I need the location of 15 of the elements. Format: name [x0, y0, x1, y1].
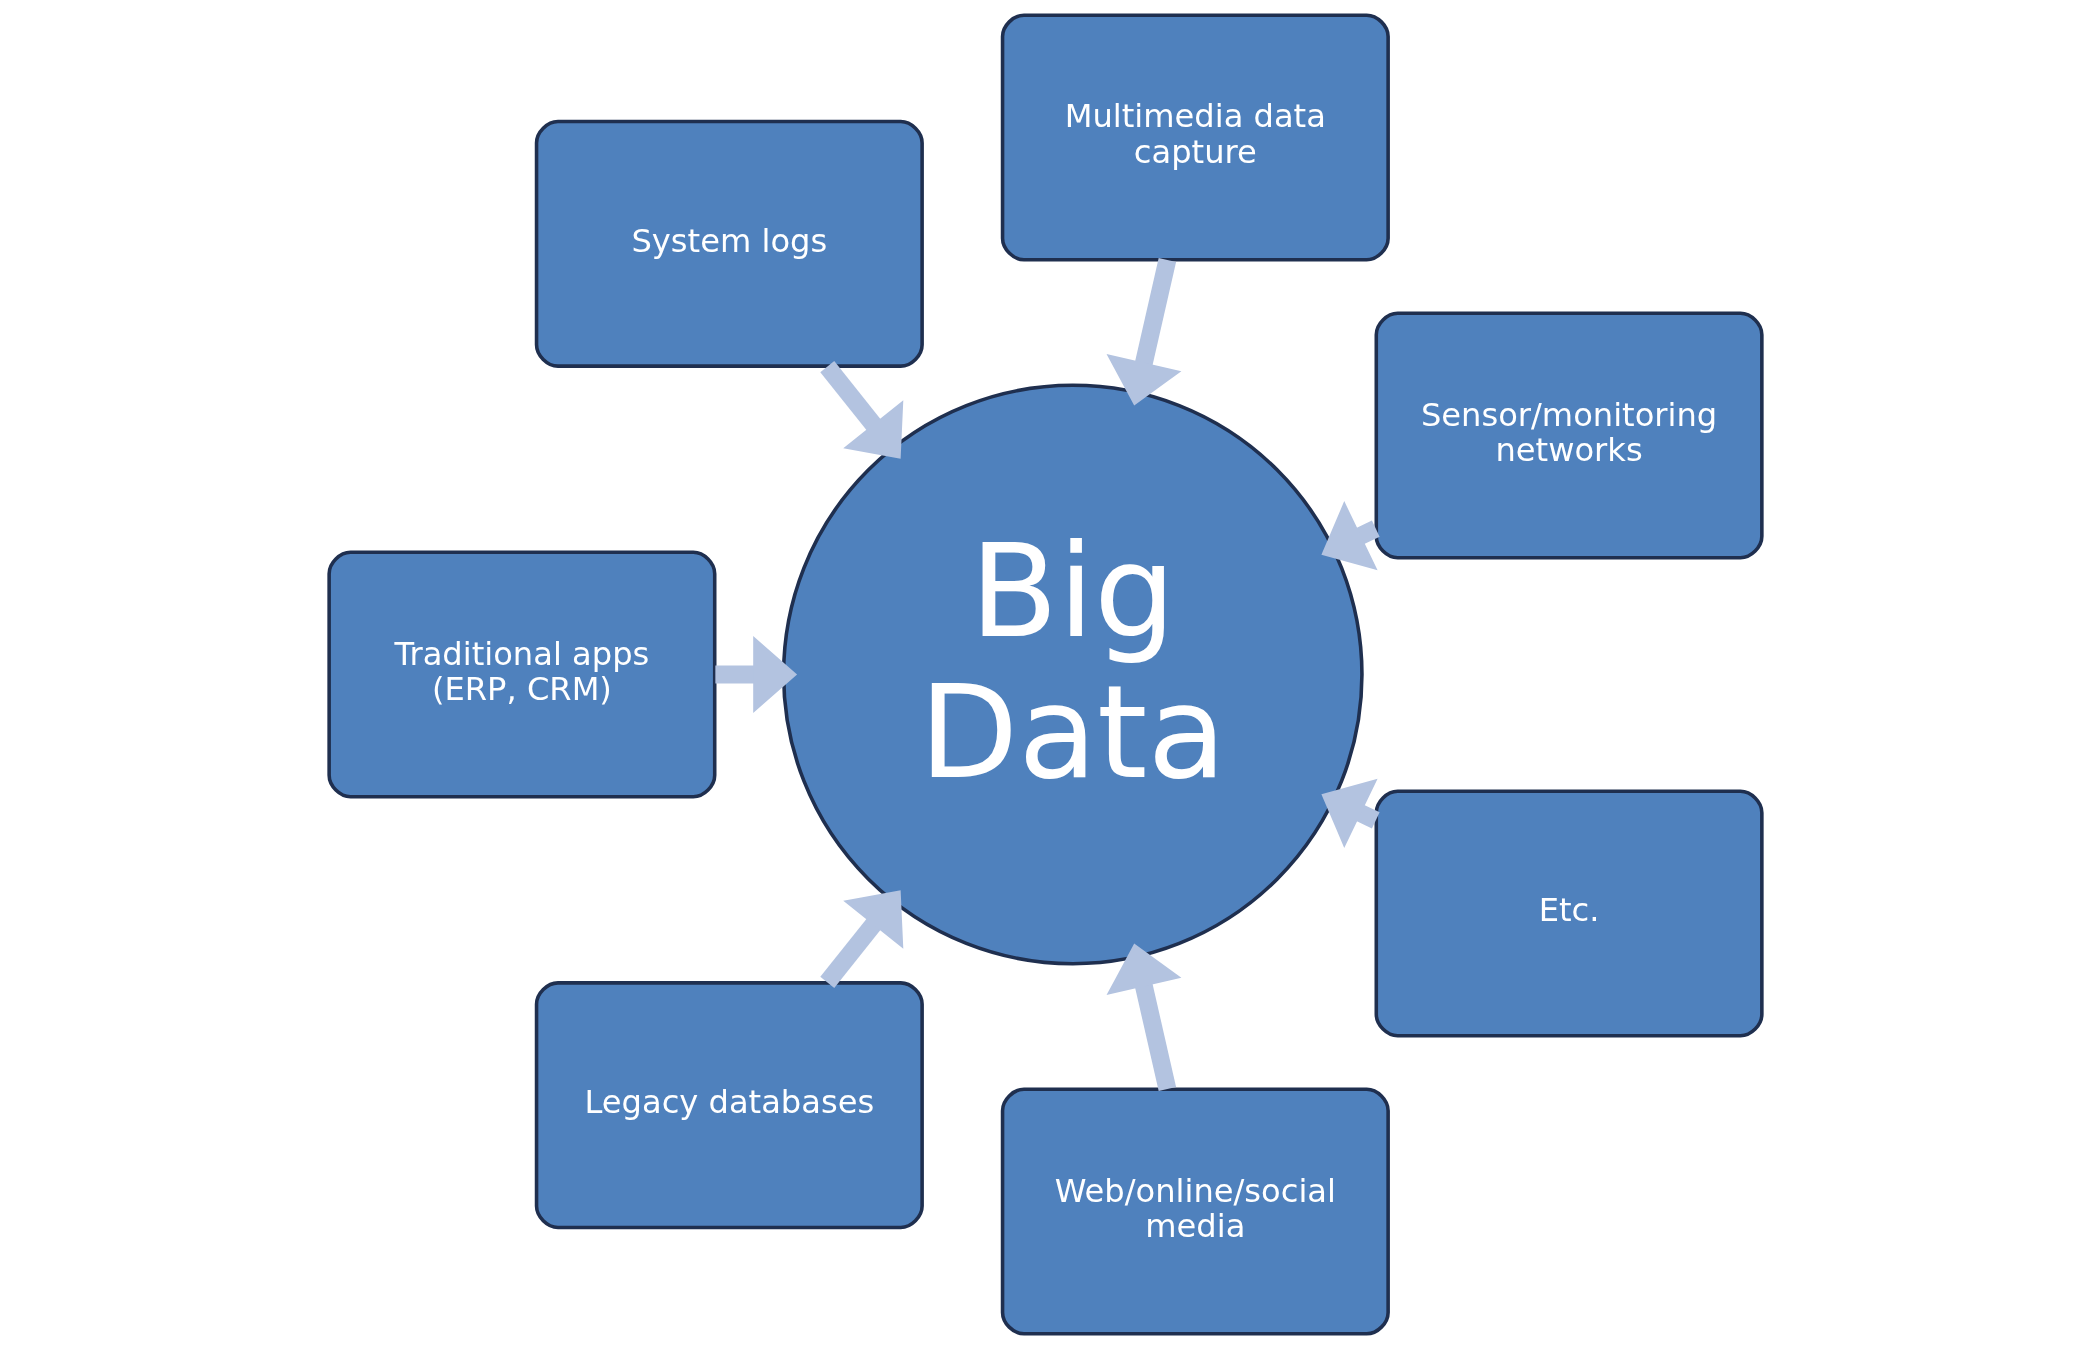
- node-box: Etc.: [1374, 789, 1764, 1038]
- node-box: Legacy databases: [534, 981, 924, 1230]
- node-box: Traditional apps (ERP, CRM): [326, 550, 716, 799]
- node-circle: Big Data: [781, 383, 1364, 966]
- arrow: [1320, 778, 1380, 848]
- arrow: [1106, 943, 1181, 1091]
- node-box: Multimedia data capture: [1000, 13, 1390, 262]
- arrow: [714, 636, 797, 713]
- arrow: [819, 361, 903, 459]
- node-box: Web/online/social media: [1000, 1087, 1390, 1336]
- node-box: System logs: [534, 119, 924, 368]
- arrow: [1320, 501, 1380, 571]
- arrow: [819, 890, 903, 988]
- node-box: Sensor/monitoring networks: [1374, 311, 1764, 560]
- arrow: [1106, 258, 1181, 406]
